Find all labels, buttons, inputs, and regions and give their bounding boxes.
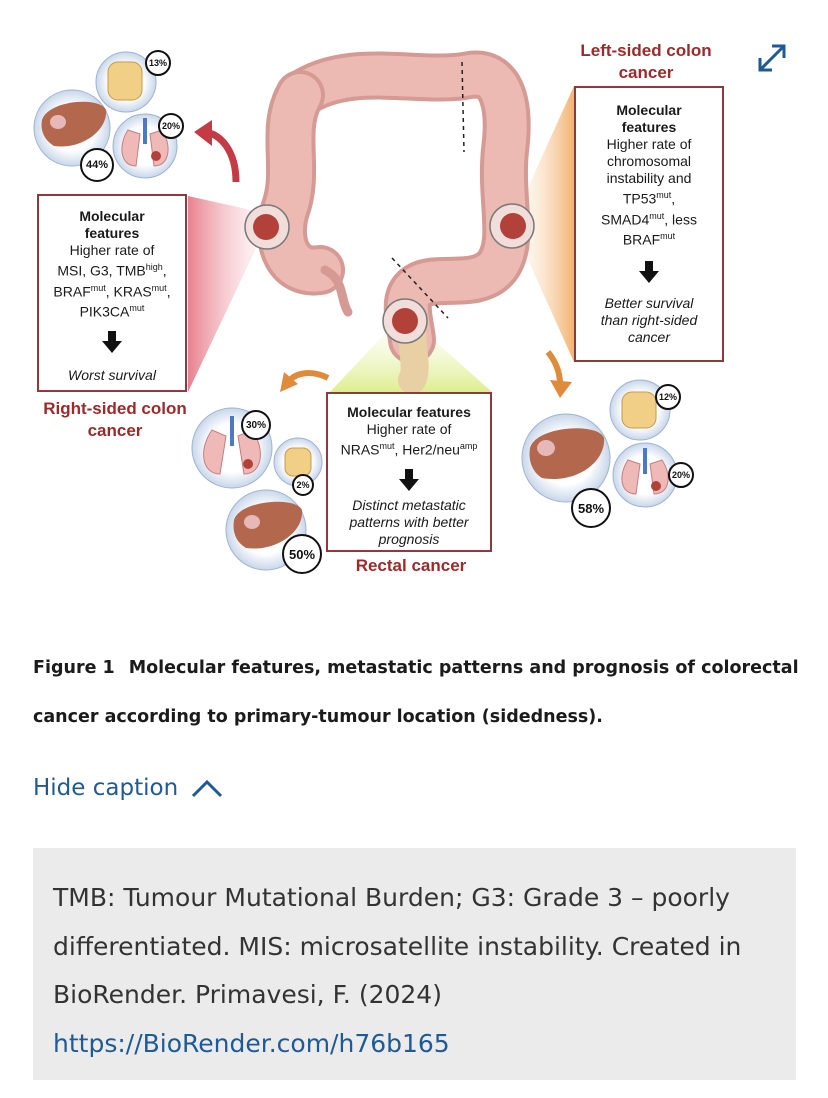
caption-text: Molecular features, metastatic patterns … (33, 658, 799, 727)
left-lung-pct: 20% (668, 462, 694, 488)
right-pancreas-pct: 13% (145, 50, 171, 76)
figure-graphic (33, 50, 678, 571)
right-liver-pct: 44% (80, 148, 114, 182)
left-lung-circle (612, 442, 678, 508)
rectal-features-box: Molecular features Higher rate of NRASmu… (326, 392, 492, 552)
rectal-lung-pct: 30% (241, 410, 271, 440)
tumour-right (244, 204, 290, 250)
rectal-pancreas-pct: 2% (292, 474, 314, 496)
notes-text: TMB: Tumour Mutational Burden; G3: Grade… (53, 883, 742, 1009)
left-liver-pct: 58% (571, 488, 611, 528)
expand-icon[interactable] (752, 38, 792, 78)
hide-caption-label: Hide caption (33, 775, 179, 801)
right-lung-pct: 20% (158, 113, 184, 139)
left-liver-circle (521, 413, 611, 503)
tumour-rectal (382, 298, 428, 344)
left-arrow (545, 350, 563, 385)
figure-label: Figure 1 (33, 658, 115, 678)
right-result: Worst survival (68, 366, 156, 383)
down-arrow-icon (102, 330, 122, 353)
mf-heading: Molecular features (347, 404, 471, 420)
down-arrow-icon (399, 468, 419, 491)
rectal-features-text: Higher rate of NRASmut, Her2/neuamp (340, 421, 478, 458)
right-liver-circle (33, 89, 111, 167)
colon-illustration (256, 50, 531, 394)
tumour-left (489, 203, 535, 249)
division-line-left (461, 61, 465, 153)
biorender-link[interactable]: https://BioRender.com/h76b165 (53, 1028, 450, 1058)
down-arrow-icon (639, 260, 659, 283)
caption-notes: TMB: Tumour Mutational Burden; G3: Grade… (33, 848, 796, 1080)
division-line-rectal (391, 257, 449, 319)
left-cone (520, 86, 574, 362)
rectal-title: Rectal cancer (355, 556, 467, 575)
right-pancreas-circle (95, 51, 157, 113)
hide-caption-button[interactable]: Hide caption (33, 775, 224, 801)
left-features-text: Higher rate of chromosomal instability a… (601, 136, 697, 248)
right-features-text: Higher rate of MSI, G3, TMBhigh, BRAFmut… (53, 242, 171, 320)
rectal-liver-pct: 50% (282, 534, 322, 574)
right-cone (188, 196, 260, 392)
chevron-up-icon (192, 779, 223, 798)
left-pancreas-pct: 12% (655, 384, 681, 410)
rectal-pancreas-circle (273, 437, 323, 487)
rectal-liver-circle (225, 489, 307, 571)
